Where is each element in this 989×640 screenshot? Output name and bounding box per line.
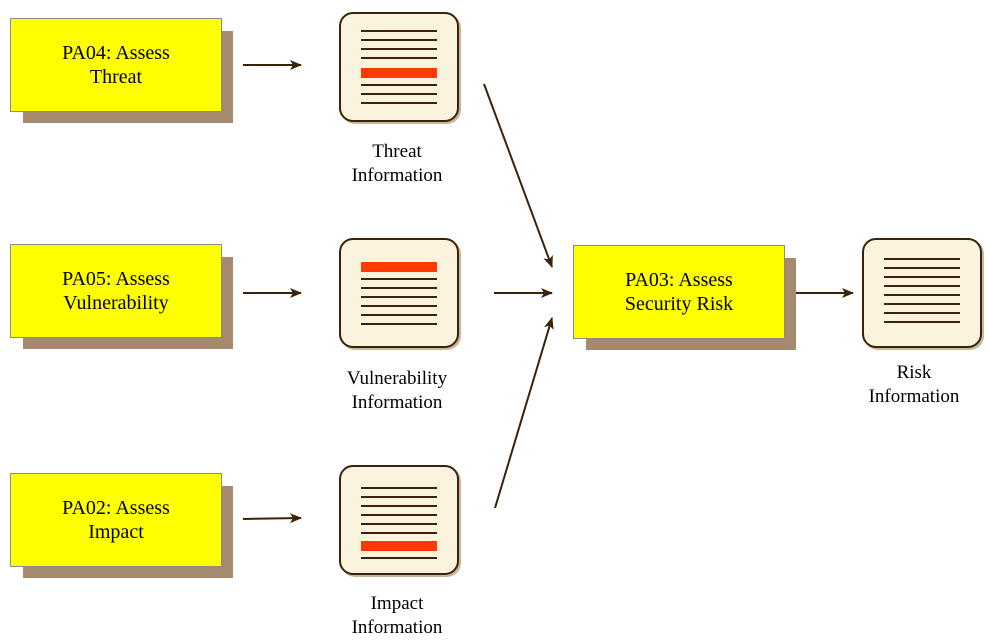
- vulnerability-information-caption: Vulnerability Information: [346, 368, 448, 413]
- doc-highlight-bar: [361, 68, 437, 78]
- impact-information-document-icon[interactable]: [339, 465, 459, 575]
- threat-information-caption: Threat Information: [351, 141, 443, 186]
- arrow-threat-to-pa03: [483, 83, 553, 268]
- pa04-assess-threat-box[interactable]: PA04: Assess Threat: [10, 18, 222, 112]
- doc-line: [361, 323, 437, 325]
- doc-line: [884, 294, 960, 296]
- risk-information-document-icon[interactable]: [862, 238, 982, 348]
- doc-line: [361, 296, 437, 298]
- pa03-label: PA03: Assess Security Risk: [624, 269, 734, 315]
- pa03-assess-security-risk-box[interactable]: PA03: Assess Security Risk: [573, 245, 785, 339]
- impact-information-caption: Impact Information: [351, 593, 443, 638]
- pa04-label: PA04: Assess Threat: [62, 42, 170, 88]
- doc-line: [361, 496, 437, 498]
- doc-line: [361, 314, 437, 316]
- doc-line: [884, 285, 960, 287]
- doc-line: [884, 321, 960, 323]
- arrow-pa02-to-impact: [242, 513, 302, 524]
- doc-line: [361, 514, 437, 516]
- doc-line: [361, 278, 437, 280]
- doc-line: [884, 258, 960, 260]
- doc-line: [361, 30, 437, 32]
- risk-information-caption: Risk Information: [868, 362, 960, 407]
- doc-line: [361, 557, 437, 559]
- pa05-label: PA05: Assess Vulnerability: [62, 268, 170, 314]
- doc-line: [361, 487, 437, 489]
- arrow-impact-to-pa03: [494, 317, 554, 509]
- pa02-assess-impact-box[interactable]: PA02: Assess Impact: [10, 473, 222, 567]
- threat-information-document-icon[interactable]: [339, 12, 459, 122]
- doc-line: [884, 276, 960, 278]
- doc-line: [361, 84, 437, 86]
- doc-line: [884, 312, 960, 314]
- doc-highlight-bar: [361, 262, 437, 272]
- doc-line: [361, 505, 437, 507]
- pa02-label: PA02: Assess Impact: [62, 497, 170, 543]
- doc-line: [884, 303, 960, 305]
- doc-line: [361, 532, 437, 534]
- doc-line: [361, 102, 437, 104]
- doc-line: [361, 39, 437, 41]
- doc-line: [361, 93, 437, 95]
- doc-line: [361, 287, 437, 289]
- doc-line: [361, 57, 437, 59]
- pa05-assess-vulnerability-box[interactable]: PA05: Assess Vulnerability: [10, 244, 222, 338]
- doc-line: [884, 267, 960, 269]
- doc-highlight-bar: [361, 541, 437, 551]
- vulnerability-information-document-icon[interactable]: [339, 238, 459, 348]
- doc-line: [361, 305, 437, 307]
- doc-line: [361, 523, 437, 525]
- doc-line: [361, 48, 437, 50]
